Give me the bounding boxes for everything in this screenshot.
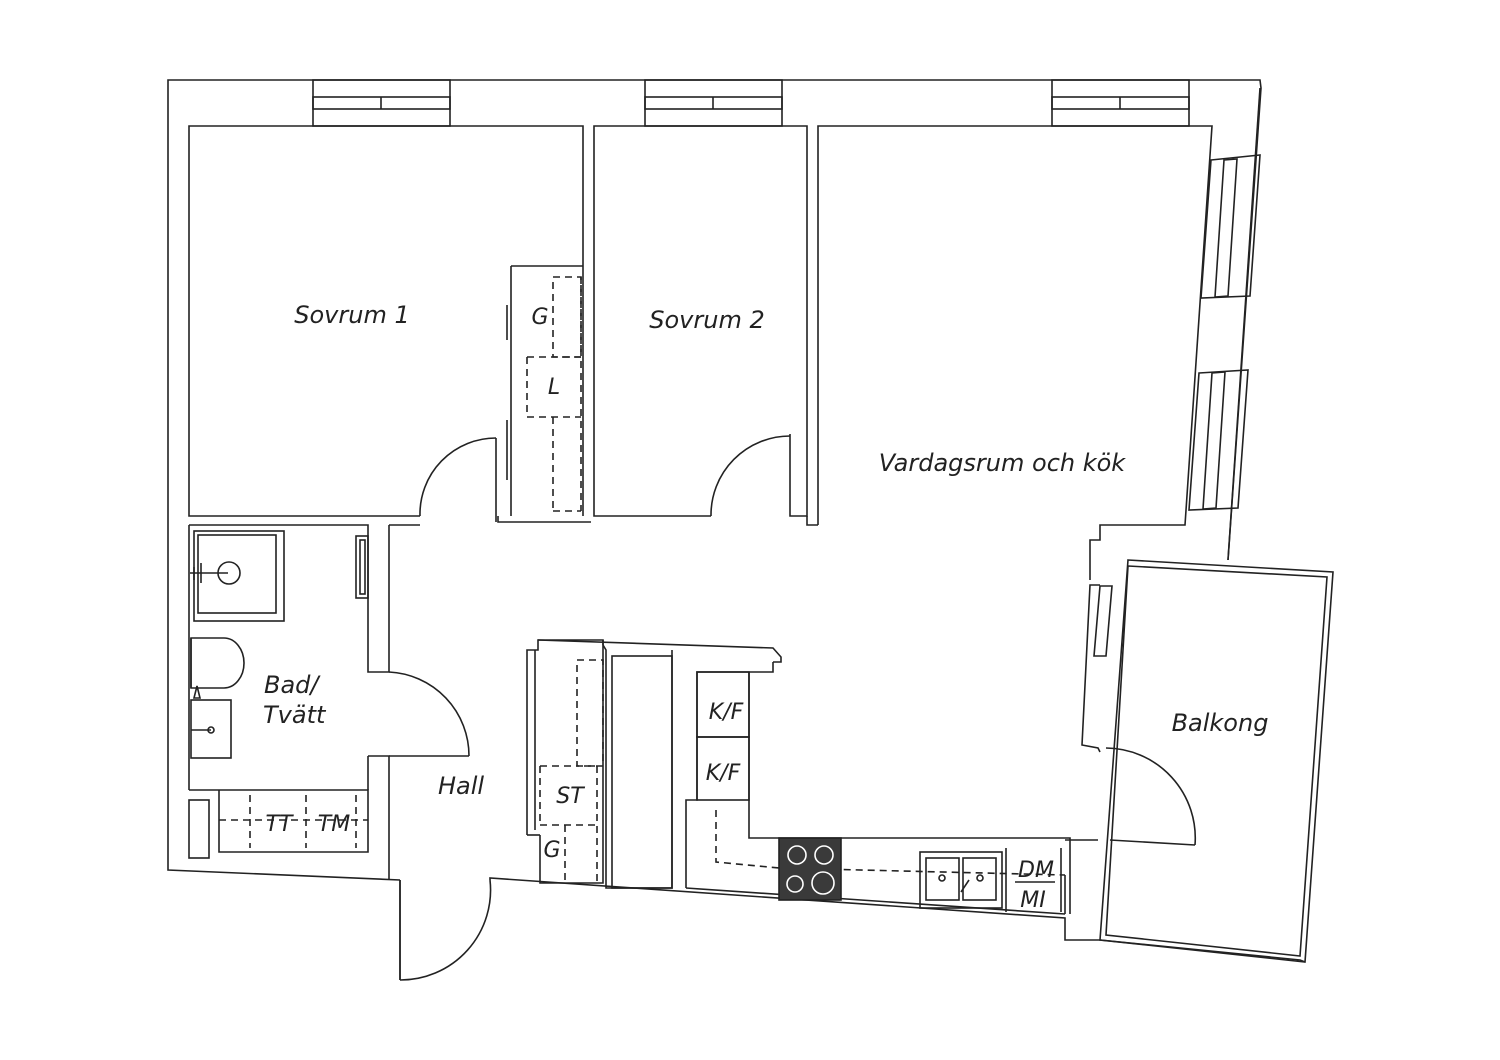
label-washer-tm: TM	[318, 812, 350, 837]
window-right-1	[1200, 154, 1261, 299]
label-wardrobe-l: L	[548, 375, 560, 400]
label-bad: Bad/	[264, 671, 321, 699]
bath-cabinet	[355, 535, 369, 599]
label-tvatt: Tvätt	[263, 701, 327, 729]
label-kf-1: K/F	[709, 700, 744, 725]
window-top-1	[312, 79, 451, 127]
window-right-2	[1188, 369, 1249, 511]
label-storage-st: ST	[556, 784, 585, 809]
wall-hall	[188, 516, 497, 880]
bath-lower-wall	[188, 789, 369, 859]
label-sovrum-1: Sovrum 1	[294, 301, 409, 329]
cooktop	[778, 837, 842, 901]
label-microwave-mi: MI	[1020, 888, 1045, 913]
entrance-door	[399, 879, 492, 981]
room-balkong	[1065, 559, 1334, 963]
dishwasher-microwave	[1005, 848, 1062, 912]
label-dryer-tt: TT	[266, 812, 294, 837]
window-top-2	[644, 79, 783, 127]
label-dishwasher-dm: DM	[1018, 858, 1054, 883]
sink	[190, 685, 232, 759]
room-sovrum-2	[593, 125, 808, 517]
label-hall: Hall	[438, 772, 484, 800]
shower	[190, 530, 285, 622]
room-vardagsrum	[806, 125, 1213, 580]
kitchen-counter	[685, 662, 1071, 915]
label-wardrobe-g1: G	[531, 305, 548, 330]
kitchen-sink	[919, 851, 1003, 909]
wardrobe-g-l	[497, 265, 591, 523]
label-wardrobe-g2: G	[543, 838, 560, 863]
label-sovrum-2: Sovrum 2	[649, 306, 764, 334]
label-vardagsrum: Vardagsrum och kök	[879, 449, 1127, 477]
label-kf-2: K/F	[706, 761, 741, 786]
label-balkong: Balkong	[1172, 709, 1269, 737]
room-sovrum-1	[188, 125, 584, 517]
hall-storage	[526, 639, 604, 884]
window-top-3	[1051, 79, 1190, 127]
hall-cabinet	[537, 639, 782, 889]
toilet	[190, 637, 245, 689]
